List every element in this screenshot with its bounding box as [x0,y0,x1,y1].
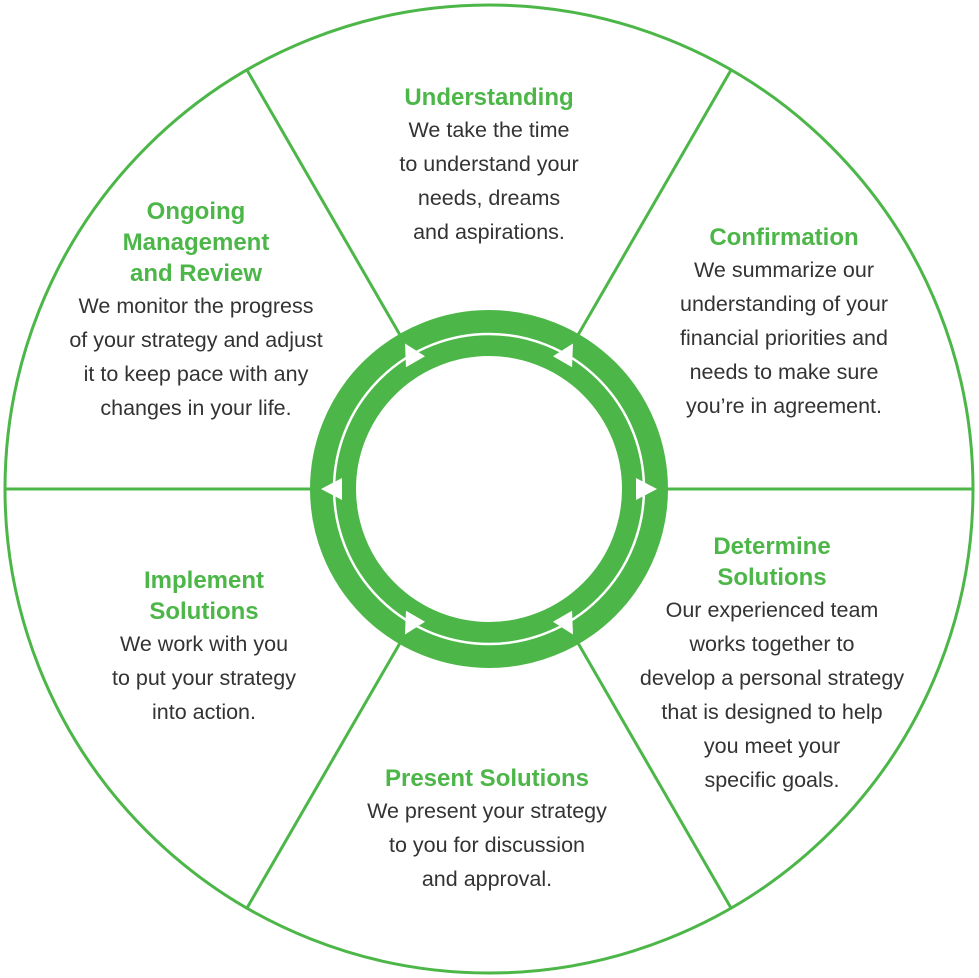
segment-present-solutions-body: We present your strategy to you for disc… [337,794,637,896]
divider-bottom-left [245,642,402,909]
segment-understanding: Understanding We take the time to unders… [339,82,639,249]
segment-understanding-body: We take the time to understand your need… [339,113,639,249]
body-line: We present your strategy [367,799,607,823]
segment-determine-solutions-body: Our experienced team works together to d… [612,593,932,797]
body-line: We take the time [408,118,570,142]
body-line: needs to make sure [689,360,879,384]
segment-ongoing-management-title: Ongoing Management and Review [36,196,356,289]
body-line: it to keep pace with any [83,362,309,386]
body-line: specific goals. [704,768,840,792]
title-line: Solutions [717,564,827,591]
title-line: Confirmation [709,224,859,251]
segment-determine-solutions-title: Determine Solutions [612,531,932,593]
triangle-arrow-icon [321,478,342,500]
triangle-arrow-icon [552,343,573,368]
body-line: financial priorities and [680,326,888,350]
body-line: that is designed to help [661,700,883,724]
body-line: works together to [689,632,855,656]
segment-present-solutions-title: Present Solutions [337,763,637,794]
body-line: We work with you [119,632,289,656]
body-line: and aspirations. [413,220,565,244]
body-line: to you for discussion [389,833,585,857]
segment-dividers [5,69,973,909]
title-line: Implement [143,567,265,594]
title-line: Ongoing [146,198,246,225]
title-line: Determine [713,533,831,560]
body-line: understanding of your [680,292,888,316]
triangle-arrow-icon [405,343,426,368]
title-line: Understanding [404,84,574,111]
triangle-arrow-icon [636,478,657,500]
segment-implement-solutions-body: We work with you to put your strategy in… [54,627,354,729]
divider-bottom-right [576,642,733,909]
segment-present-solutions: Present Solutions We present your strate… [337,763,637,896]
divider-top-left [245,69,402,336]
segment-confirmation-body: We summarize our understanding of your f… [624,253,944,423]
body-line: to understand your [399,152,579,176]
body-line: and approval. [421,867,553,891]
body-line: Our experienced team [665,598,879,622]
divider-top-right [576,69,733,336]
title-line: Present Solutions [384,765,590,792]
body-line: develop a personal strategy [639,666,905,690]
segment-ongoing-management: Ongoing Management and Review We monitor… [36,196,356,425]
cycle-arrows [321,343,657,635]
segment-ongoing-management-body: We monitor the progress of your strategy… [36,289,356,425]
segment-confirmation: Confirmation We summarize our understand… [624,222,944,423]
segment-determine-solutions: Determine Solutions Our experienced team… [612,531,932,797]
segment-understanding-title: Understanding [339,82,639,113]
segment-implement-solutions-title: Implement Solutions [54,565,354,627]
triangle-arrow-icon [552,610,573,635]
body-line: you meet your [703,734,841,758]
body-line: into action. [152,700,256,724]
title-line: Management [122,229,270,256]
body-line: you’re in agreement. [686,394,882,418]
triangle-arrow-icon [405,610,426,635]
body-line: We summarize our [693,258,874,282]
body-line: to put your strategy [111,666,297,690]
segment-implement-solutions: Implement Solutions We work with you to … [54,565,354,729]
title-line: and Review [129,260,263,287]
body-line: changes in your life. [100,396,292,420]
segment-confirmation-title: Confirmation [624,222,944,253]
body-line: needs, dreams [417,186,561,210]
title-line: Solutions [149,598,259,625]
body-line: We monitor the progress [78,294,314,318]
body-line: of your strategy and adjust [69,328,323,352]
